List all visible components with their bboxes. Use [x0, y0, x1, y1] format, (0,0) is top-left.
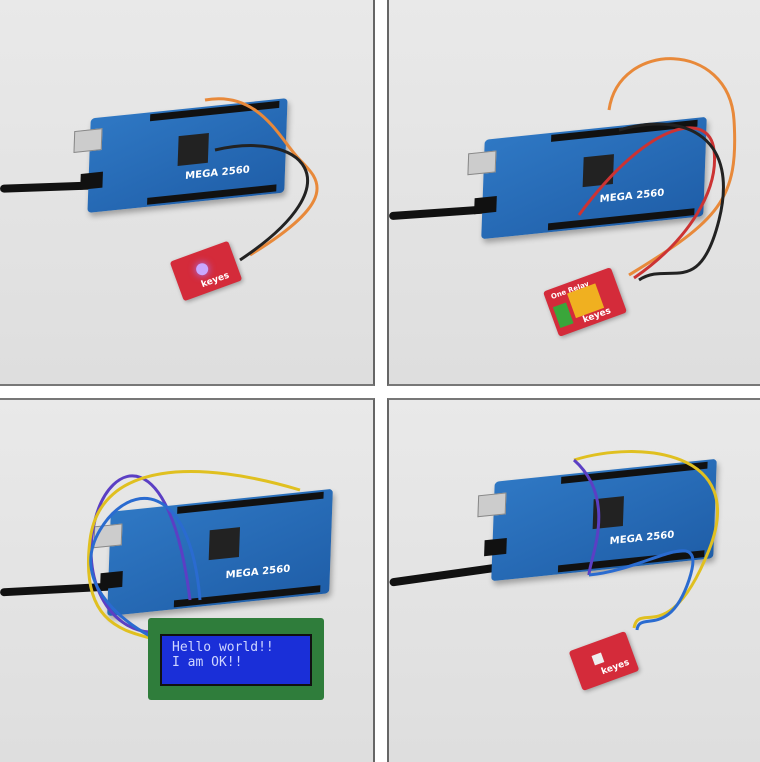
photo-lcd-module: MEGA 2560 Hello world!!I am OK!!: [0, 398, 375, 762]
lcd-line-1: Hello world!!: [172, 640, 274, 655]
photo-led-module: MEGA 2560 keyes: [0, 0, 375, 386]
photo-relay-module: MEGA 2560 One Relay keyes: [387, 0, 760, 386]
lcd-display: Hello world!!I am OK!!: [148, 618, 324, 700]
photo-sensor-module: MEGA 2560 keyes: [387, 398, 760, 762]
lcd-line-2: I am OK!!: [172, 655, 243, 670]
